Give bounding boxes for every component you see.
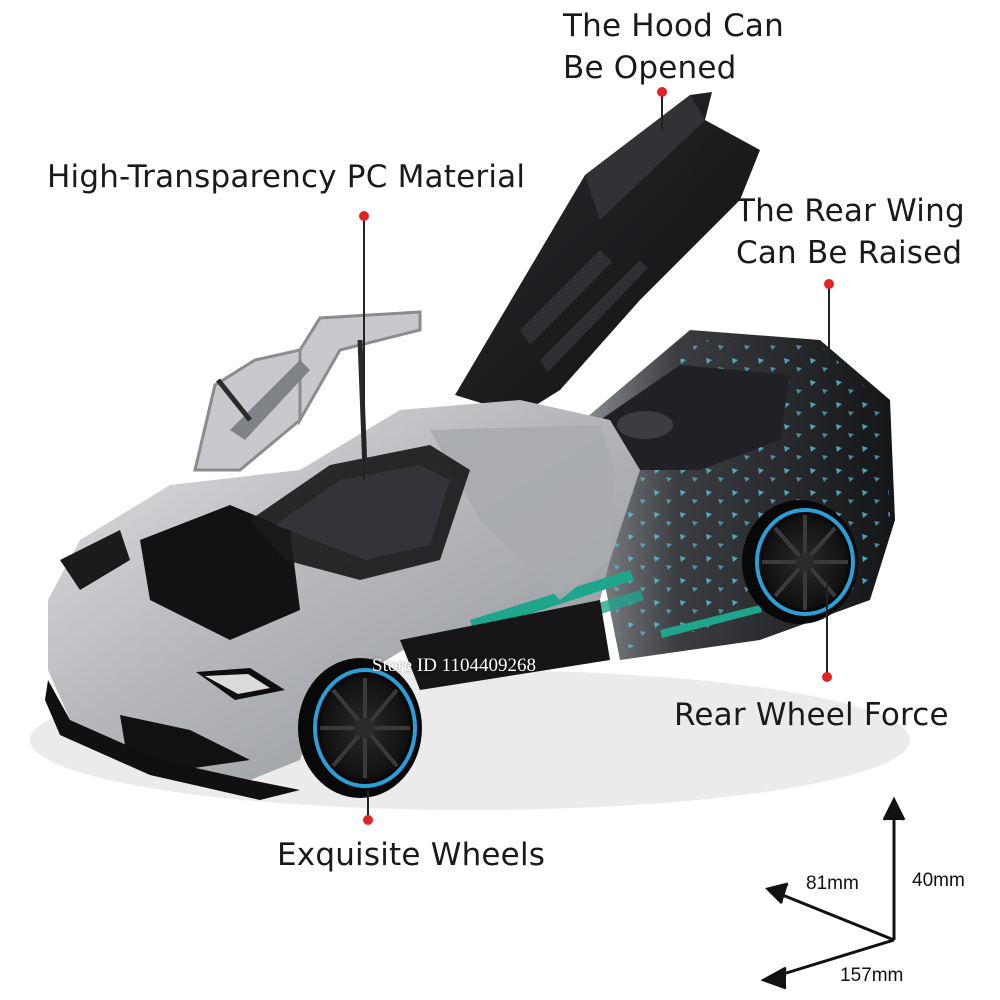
- raised-engine-cover: [455, 92, 760, 415]
- rear-wheel-dot: [822, 672, 832, 682]
- wheels-dot: [363, 815, 373, 825]
- callout-dots: [359, 87, 834, 825]
- callout-material: High-Transparency PC Material: [47, 159, 526, 195]
- callout-wheels: Exquisite Wheels: [277, 837, 546, 873]
- wing-dot: [824, 279, 834, 289]
- front-body: [45, 400, 762, 800]
- dimension-height-label: 40mm: [912, 870, 965, 891]
- callout-hood-line2: Be Opened: [563, 50, 737, 86]
- hood-dot: [657, 87, 667, 97]
- callout-rear-wheel: Rear Wheel Force: [674, 697, 949, 733]
- canopy: [193, 310, 470, 580]
- callout-wing: The Rear Wing Can Be Raised: [736, 190, 965, 274]
- front-wheel: [298, 658, 422, 798]
- callout-wing-line1: The Rear Wing: [736, 193, 965, 229]
- callout-wing-line2: Can Be Raised: [736, 235, 963, 271]
- callout-hood-line1: The Hood Can: [563, 8, 784, 44]
- callout-hood: The Hood Can Be Opened: [563, 5, 784, 89]
- dimension-length-label: 157mm: [840, 965, 904, 986]
- material-dot: [359, 211, 369, 221]
- callout-leaders: [363, 94, 830, 818]
- store-watermark: Store ID 1104409268: [372, 655, 536, 676]
- dimension-width-label: 81mm: [806, 873, 859, 894]
- dimension-axes: [760, 796, 906, 990]
- rear-wheel: [742, 500, 858, 624]
